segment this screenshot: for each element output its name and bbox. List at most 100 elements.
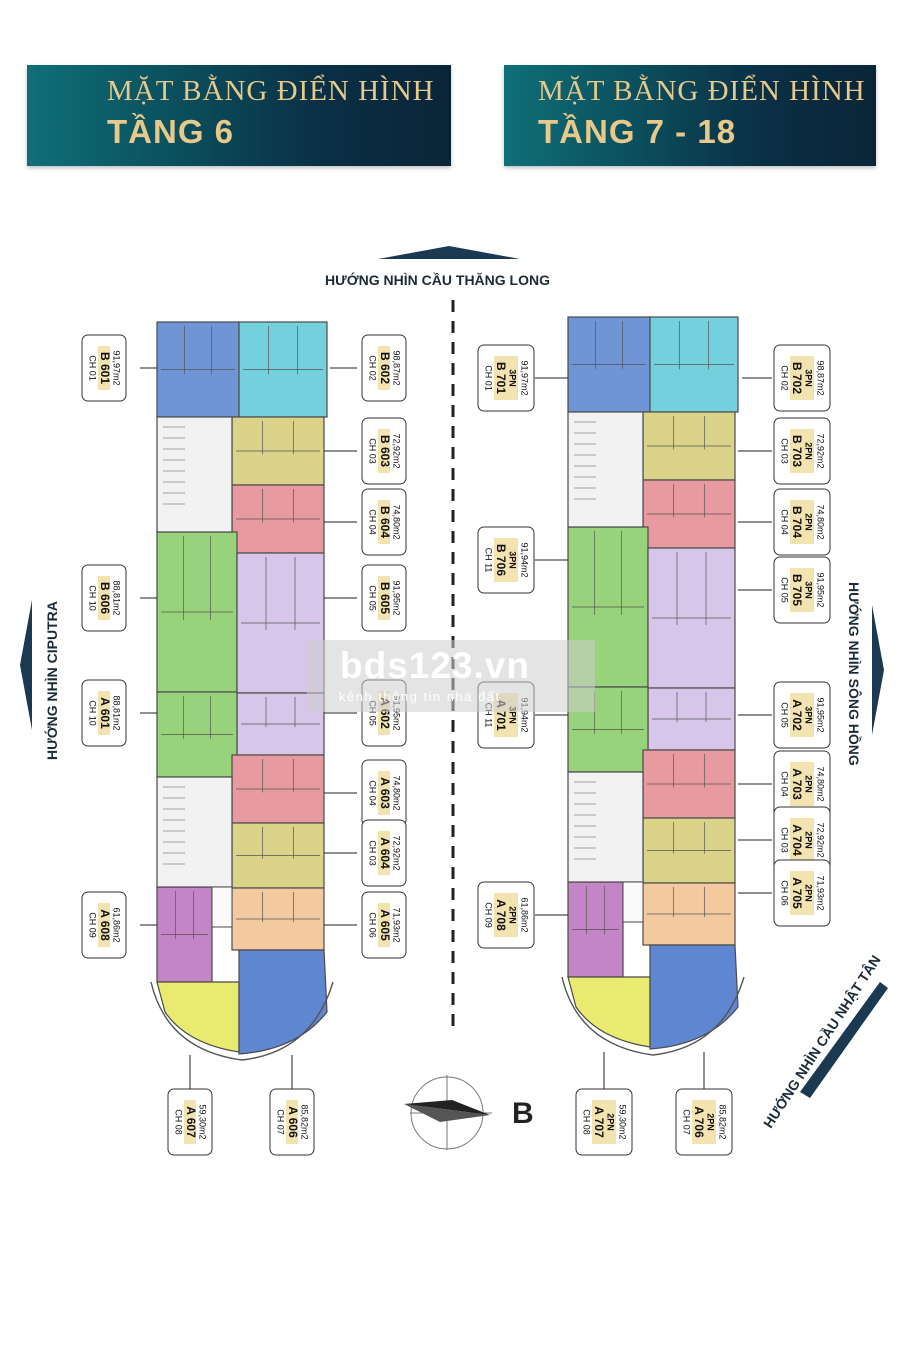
arrow-diagonal-icon [800, 982, 888, 1098]
floor6-label-ch: CH 03 [368, 840, 378, 866]
floor7-label-area: 72,92m2 [816, 822, 826, 857]
floor7-label-ch: CH 06 [780, 880, 790, 906]
floor7-label-ch: CH 03 [780, 438, 790, 464]
floor7-label-pn: 2PN [606, 1113, 616, 1131]
floor6-label-ch: CH 05 [368, 585, 378, 611]
facade-arc [150, 981, 334, 1061]
floor6-label-name: B 604 [378, 506, 392, 538]
floor7-label-area: 74,80m2 [816, 504, 826, 539]
floor6-label-ch: CH 10 [88, 700, 98, 726]
floor6-label-area: 88,81m2 [112, 695, 122, 730]
floor6-label-area: 91,95m2 [392, 580, 402, 615]
floor-plan-floor-7-18 [561, 316, 745, 1056]
floor6-label-area: 88,81m2 [112, 580, 122, 615]
floor7-label-name: A 703 [790, 768, 804, 800]
arrow-right-icon [872, 605, 884, 735]
floor7-label-pn: 2PN [804, 884, 814, 902]
floor7-label-ch: CH 02 [780, 365, 790, 391]
floor7-label-ch: CH 04 [780, 509, 790, 535]
floor6-label-ch: CH 04 [368, 509, 378, 535]
floor7-label-pn: 3PN [804, 581, 814, 599]
floor6-label-name: A 601 [98, 697, 112, 729]
floor7-label-name: A 702 [790, 699, 804, 731]
stair-core [156, 416, 233, 533]
floor6-label-name: A 607 [184, 1106, 198, 1138]
corridor [211, 886, 233, 928]
floor7-label-ch: CH 08 [582, 1109, 592, 1135]
watermark-text: bds123.vn [340, 645, 530, 686]
floor7-label-name: A 704 [790, 824, 804, 856]
floor7-label-area: 91,94m2 [520, 542, 530, 577]
unit-ch08 [567, 976, 651, 1048]
floor7-label-pn: 3PN [508, 551, 518, 569]
floor7-label-name: B 705 [790, 574, 804, 606]
floor6-label-name: B 602 [378, 352, 392, 384]
floor7-label-pn: 2PN [804, 831, 814, 849]
floor7-label-area: 74,80m2 [816, 766, 826, 801]
watermark-subtext: kênh thông tin nhà đất [339, 689, 501, 704]
floor7-label-pn: 2PN [804, 775, 814, 793]
floor7-label-pn: 2PN [706, 1113, 716, 1131]
floor6-label-ch: CH 05 [368, 700, 378, 726]
floor7-label-name: A 707 [592, 1106, 606, 1138]
compass-icon [404, 1075, 492, 1150]
floor7-label-ch: CH 11 [484, 548, 494, 573]
floor7-label-pn: 2PN [804, 513, 814, 531]
floor7-label-name: B 706 [494, 544, 508, 576]
corridor [622, 881, 644, 923]
direction-right-label: HƯỚNG NHÌN SÔNG HỒNG [846, 582, 862, 766]
compass-north-label: B [512, 1097, 534, 1130]
floor6-label-ch: CH 06 [368, 912, 378, 938]
floor6-label-area: 91,97m2 [112, 350, 122, 385]
floor7-label-name: A 706 [692, 1106, 706, 1138]
facade-arc [561, 976, 745, 1056]
floor7-label-name: A 705 [790, 877, 804, 909]
stair-core [567, 411, 644, 528]
stair-core [156, 776, 233, 888]
floor6-label-area: 98,87m2 [392, 350, 402, 385]
floor7-label-name: B 703 [790, 435, 804, 467]
floor7-label-name: B 704 [790, 506, 804, 538]
banner-floor-6: MẶT BẰNG ĐIỂN HÌNH TẦNG 6 [27, 65, 451, 166]
floor6-label-ch: CH 03 [368, 438, 378, 464]
floor7-label-area: 72,92m2 [816, 433, 826, 468]
floor7-label-ch: CH 04 [780, 771, 790, 797]
banner-floor-7-18: MẶT BẰNG ĐIỂN HÌNH TẦNG 7 - 18 [504, 65, 876, 166]
floor7-label-ch: CH 07 [682, 1109, 692, 1135]
floor-plan-floor-6 [150, 321, 334, 1061]
floor7-label-ch: CH 03 [780, 827, 790, 853]
floor7-label-area: 91,95m2 [816, 572, 826, 607]
floor6-label-area: 71,93m2 [392, 907, 402, 942]
stair-core [567, 771, 644, 883]
direction-left-label: HƯỚNG NHÌN CIPUTRA [44, 601, 60, 760]
arrow-left-icon [20, 600, 32, 730]
floor7-label-area: 59,30m2 [618, 1104, 628, 1139]
floor6-label-area: 91,95m2 [392, 695, 402, 730]
floor7-label-ch: CH 01 [484, 365, 494, 391]
floor7-label-area: 91,95m2 [816, 697, 826, 732]
floor6-label-name: B 606 [98, 582, 112, 614]
floor7-label-name: A 708 [494, 899, 508, 931]
floor6-label-area: 74,80m2 [392, 775, 402, 810]
floor7-label-area: 98,87m2 [816, 360, 826, 395]
floor6-label-name: B 603 [378, 435, 392, 467]
floor6-label-ch: CH 09 [88, 912, 98, 938]
floor7-label-ch: CH 11 [484, 703, 494, 728]
floor6-label-ch: CH 07 [276, 1109, 286, 1135]
floor7-label-ch: CH 05 [780, 702, 790, 728]
floor7-label-area: 71,93m2 [816, 875, 826, 910]
unit-ch07 [238, 949, 328, 1055]
unit-ch08 [156, 981, 240, 1053]
floor6-label-ch: CH 10 [88, 585, 98, 611]
floor7-label-pn: 3PN [804, 369, 814, 387]
floor6-label-ch: CH 02 [368, 355, 378, 381]
floor6-label-ch: CH 04 [368, 780, 378, 806]
floor7-label-pn: 2PN [804, 442, 814, 460]
banner-title: MẶT BẰNG ĐIỂN HÌNH [538, 75, 866, 107]
floor6-label-name: B 601 [98, 352, 112, 384]
floor7-label-ch: CH 09 [484, 902, 494, 928]
watermark-box [307, 640, 595, 712]
floor7-label-pn: 3PN [508, 369, 518, 387]
